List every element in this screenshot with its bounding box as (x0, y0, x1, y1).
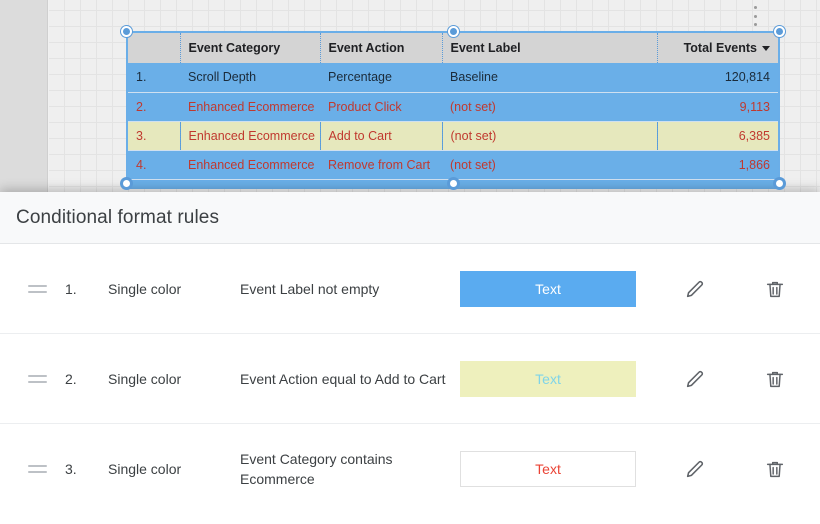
resize-handle-bottom-left[interactable] (121, 178, 132, 189)
rule-row[interactable]: 1. Single color Event Label not empty Te… (0, 244, 820, 334)
resize-handle-bottom-middle[interactable] (448, 178, 459, 189)
rule-preview: Text (460, 270, 660, 307)
resize-handle-top-middle[interactable] (448, 26, 459, 37)
pencil-icon[interactable] (682, 366, 708, 392)
table-header: Event Category Event Action Event Label … (128, 33, 778, 63)
rule-number: 1. (65, 280, 77, 297)
rules-list: 1. Single color Event Label not empty Te… (0, 244, 820, 514)
column-header-total-events[interactable]: Total Events (657, 33, 778, 63)
cell-index: 2. (128, 92, 180, 122)
color-swatch-preview[interactable]: Text (460, 270, 636, 307)
dot (753, 14, 757, 18)
column-header-event-action[interactable]: Event Action (320, 33, 443, 63)
dot (753, 6, 757, 9)
color-swatch-preview[interactable]: Text (460, 451, 636, 487)
rule-actions (660, 456, 796, 482)
cell-event-category: Enhanced Ecommerce (180, 179, 320, 187)
rule-type: Single color (108, 370, 182, 387)
cell-event-action: Product Click (320, 92, 442, 122)
rule-number: 2. (65, 370, 77, 387)
drag-line (28, 471, 47, 473)
rule-condition: Event Action equal to Add to Cart (240, 370, 446, 387)
trash-icon[interactable] (762, 366, 788, 392)
drag-handle-icon[interactable] (28, 465, 50, 473)
cell-index: 5. (128, 179, 180, 187)
cell-event-category: Enhanced Ecommerce (180, 92, 320, 122)
cell-event-category: Scroll Depth (180, 63, 320, 93)
trash-icon[interactable] (762, 276, 788, 302)
cell-event-action: Remove from Cart (320, 150, 442, 180)
table-row[interactable]: 3. Enhanced Ecommerce Add to Cart (not s… (128, 120, 778, 151)
cell-index: 3. (128, 120, 181, 151)
pencil-icon[interactable] (682, 276, 708, 302)
cell-event-label: Baseline (442, 63, 657, 93)
rule-type: Single color (108, 461, 182, 477)
sort-descending-icon[interactable] (762, 46, 770, 52)
rule-preview: Text (460, 360, 660, 397)
drag-line (28, 374, 47, 377)
column-header-total-events-label: Total Events (683, 41, 757, 55)
resize-handle-top-left[interactable] (121, 26, 132, 37)
cell-index: 1. (128, 63, 180, 93)
cell-event-label: Android Tone Hoodie Black (442, 179, 657, 187)
cell-event-category: Enhanced Ecommerce (180, 150, 320, 180)
cell-event-label: (not set) (442, 92, 657, 122)
rule-row[interactable]: 2. Single color Event Action equal to Ad… (0, 334, 820, 424)
color-swatch-preview[interactable]: Text (460, 360, 636, 397)
column-header-event-label[interactable]: Event Label (442, 33, 658, 63)
dialog-title: Conditional format rules (16, 206, 220, 228)
rule-actions (660, 276, 796, 302)
trash-icon[interactable] (762, 456, 788, 482)
cell-event-category: Enhanced Ecommerce (180, 120, 321, 151)
more-vert-icon[interactable] (748, 4, 762, 28)
resize-handle-bottom-right[interactable] (774, 178, 785, 189)
cell-event-label: (not set) (442, 150, 657, 180)
conditional-format-rules-dialog: Conditional format rules 1. Single color… (0, 192, 820, 524)
cell-event-label: (not set) (442, 120, 658, 151)
cell-event-action: Add to Cart (320, 120, 443, 151)
cell-total-events: 9,113 (657, 92, 778, 122)
cell-total-events: 1,229 (657, 179, 778, 187)
resize-handle-top-right[interactable] (774, 26, 785, 37)
drag-line (28, 465, 47, 467)
drag-handle-icon[interactable] (28, 374, 50, 383)
rule-condition: Event Label not empty (240, 280, 380, 297)
rule-condition: Event Category contains Ecommerce (240, 451, 393, 487)
table-row[interactable]: 2. Enhanced Ecommerce Product Click (not… (128, 92, 778, 122)
table-row[interactable]: 5. Enhanced Ecommerce Quickview Click An… (128, 179, 778, 187)
drag-handle-icon[interactable] (28, 284, 50, 293)
cell-event-action: Quickview Click (320, 179, 442, 187)
rule-row[interactable]: 3. Single color Event Category contains … (0, 424, 820, 514)
dialog-header: Conditional format rules (0, 192, 820, 244)
cell-event-action: Percentage (320, 63, 442, 93)
left-rail (0, 0, 48, 196)
cell-total-events: 6,385 (657, 120, 778, 151)
cell-index: 4. (128, 150, 180, 180)
column-header-index[interactable] (128, 33, 181, 63)
drag-line (28, 380, 47, 383)
data-table-widget[interactable]: Event Category Event Action Event Label … (126, 31, 780, 189)
table-body: 1. Scroll Depth Percentage Baseline 120,… (128, 63, 778, 187)
rule-preview: Text (460, 451, 660, 487)
table-row[interactable]: 4. Enhanced Ecommerce Remove from Cart (… (128, 150, 778, 180)
pencil-icon[interactable] (682, 456, 708, 482)
table-row[interactable]: 1. Scroll Depth Percentage Baseline 120,… (128, 63, 778, 93)
data-table: Event Category Event Action Event Label … (128, 33, 778, 187)
dot (753, 23, 757, 26)
rule-actions (660, 366, 796, 392)
table-header-row: Event Category Event Action Event Label … (128, 33, 778, 63)
cell-total-events: 120,814 (657, 63, 778, 93)
drag-line (28, 284, 47, 287)
background-app: Event Category Event Action Event Label … (0, 0, 820, 196)
column-header-event-category[interactable]: Event Category (180, 33, 321, 63)
rule-type: Single color (108, 280, 182, 297)
rule-number: 3. (65, 461, 77, 477)
cell-total-events: 1,866 (657, 150, 778, 180)
drag-line (28, 290, 47, 293)
